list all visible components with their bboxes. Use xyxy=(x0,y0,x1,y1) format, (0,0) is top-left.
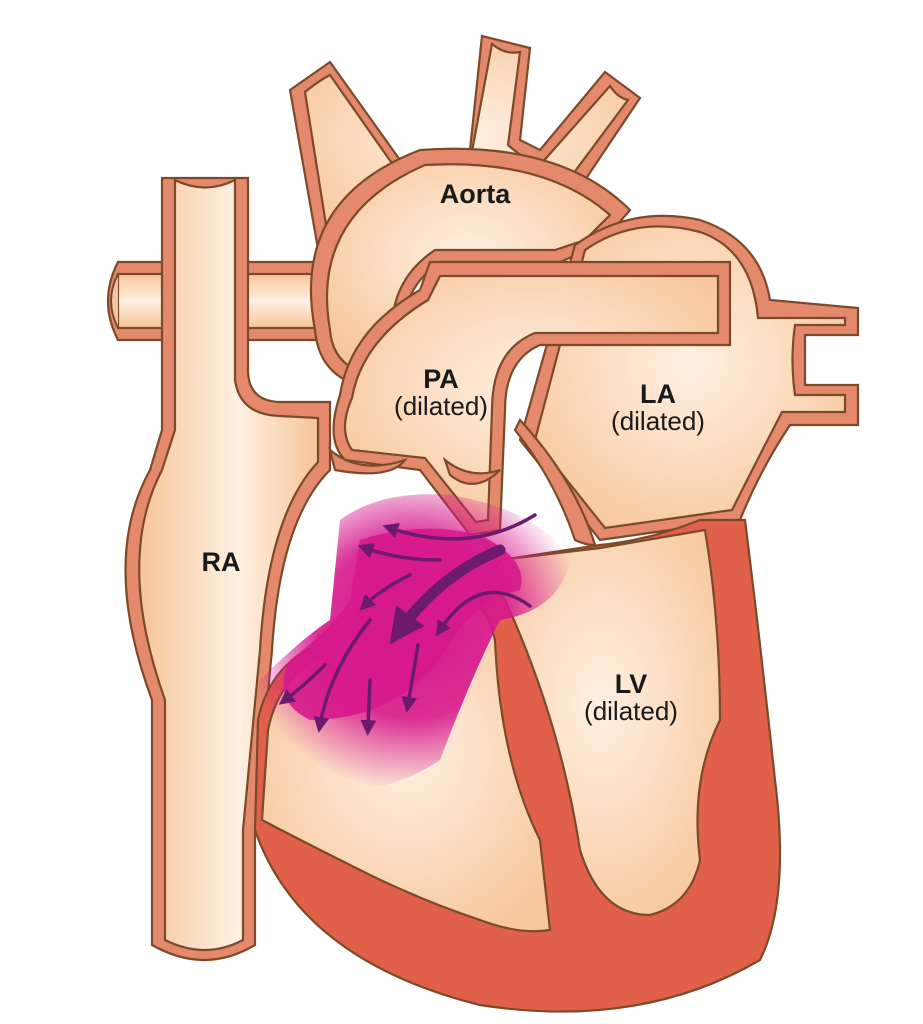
label-lv: LV (dilated) xyxy=(584,670,678,726)
label-la-name: LA xyxy=(640,379,676,409)
left-ventricle xyxy=(480,528,722,917)
label-la: LA (dilated) xyxy=(611,380,705,436)
label-pa-name: PA xyxy=(423,364,459,394)
label-lv-note: (dilated) xyxy=(584,696,678,727)
vena-cava xyxy=(124,176,332,961)
label-pa: PA (dilated) xyxy=(394,365,488,421)
valve-leaflets xyxy=(328,418,597,547)
label-ra-name: RA xyxy=(201,547,241,577)
label-la-note: (dilated) xyxy=(611,406,705,437)
pulmonary-artery xyxy=(332,260,732,537)
label-lv-name: LV xyxy=(614,669,648,699)
label-ra: RA xyxy=(201,547,241,577)
label-aorta-name: Aorta xyxy=(439,179,511,209)
label-pa-note: (dilated) xyxy=(394,391,488,422)
label-aorta: Aorta xyxy=(439,179,511,209)
arrow-flow-icon xyxy=(278,513,537,736)
